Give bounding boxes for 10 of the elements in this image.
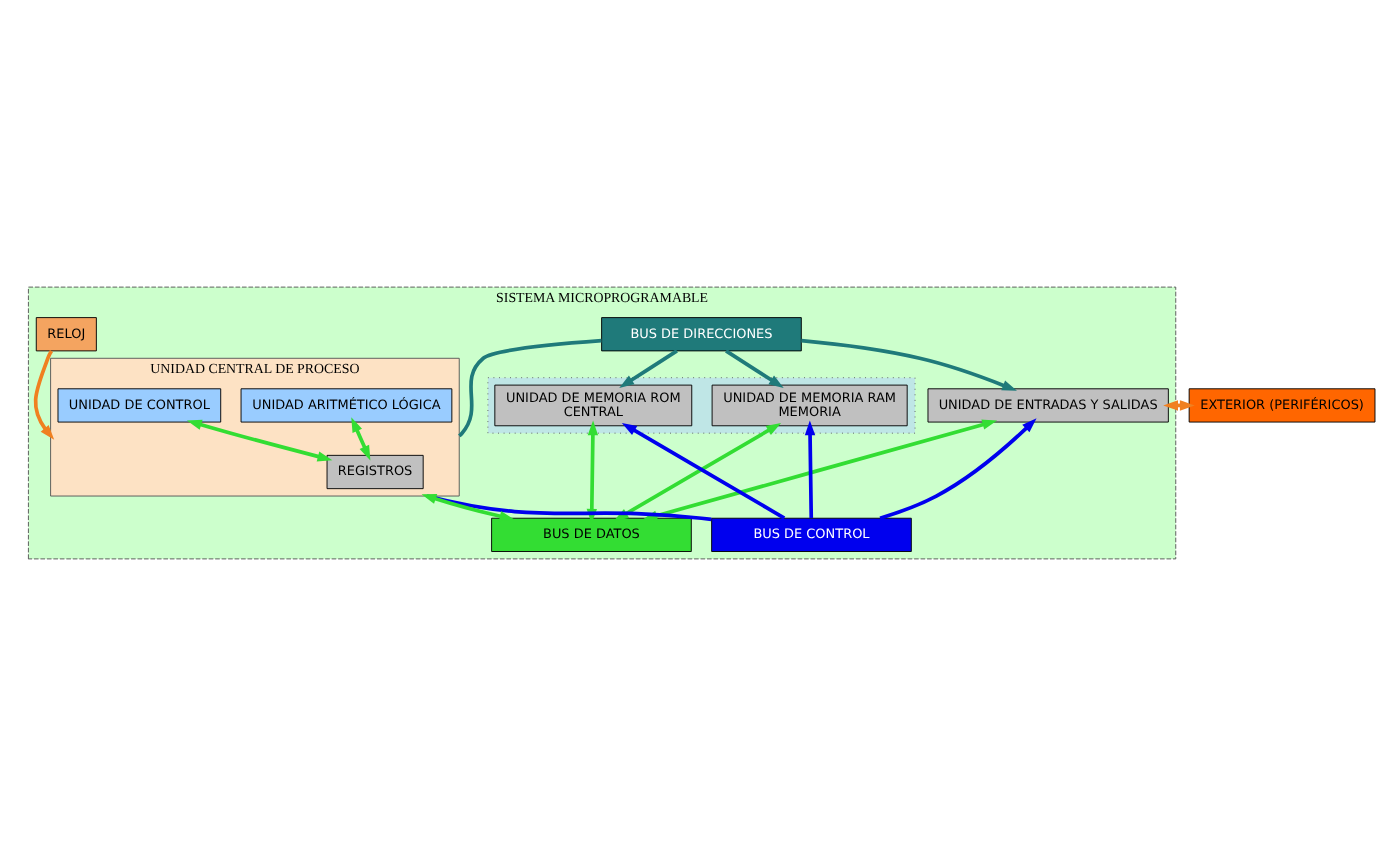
arrow [186,419,333,462]
arrow [421,493,515,522]
arrow [619,349,678,388]
arrow [801,338,1017,391]
arrow [642,419,998,521]
arrow [804,420,816,519]
arrow [879,418,1037,520]
arrow [725,349,784,388]
arrow [351,417,371,461]
connector [458,338,602,438]
